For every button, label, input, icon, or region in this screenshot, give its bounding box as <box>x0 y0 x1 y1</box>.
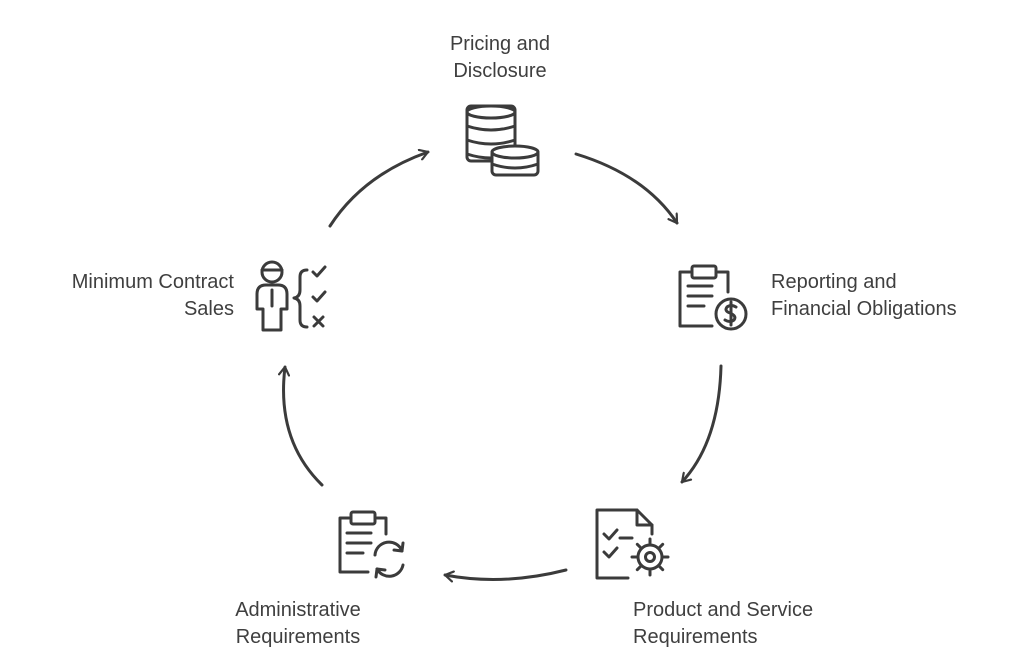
stage-label-admin: Administrative Requirements <box>198 597 398 651</box>
clipboard-refresh-icon <box>338 510 405 579</box>
arrow-pricing-to-reporting <box>574 152 679 225</box>
stage-label-product: Product and Service Requirements <box>633 597 893 651</box>
checklist-gear-icon <box>595 508 670 580</box>
arrow-reporting-to-product <box>680 364 723 484</box>
stage-label-product-line1: Product and Service <box>633 599 814 621</box>
arrow-admin-to-minimum <box>284 365 324 487</box>
stage-label-minimum: Minimum Contract Sales <box>20 269 234 323</box>
arrow-product-to-admin <box>443 568 568 579</box>
coins-stack-icon <box>465 104 540 177</box>
stage-label-minimum-line2: Sales <box>183 298 234 320</box>
arrow-minimum-to-pricing <box>328 152 430 228</box>
stage-label-minimum-line1: Minimum Contract <box>71 271 234 293</box>
clipboard-dollar-icon <box>678 264 748 331</box>
stage-label-product-line2: Requirements <box>633 626 758 648</box>
stage-label-pricing: Pricing and Disclosure <box>420 31 580 85</box>
stage-label-pricing-line1: Pricing and <box>449 33 551 55</box>
person-checklist-icon <box>255 260 327 332</box>
stage-label-pricing-line2: Disclosure <box>453 60 547 82</box>
stage-label-reporting-line1: Reporting and <box>771 271 897 293</box>
stage-label-reporting-line2: Financial Obligations <box>771 298 957 320</box>
stage-label-reporting: Reporting and Financial Obligations <box>771 269 1011 323</box>
stage-label-admin-line2: Requirements <box>235 626 361 648</box>
stage-label-admin-line1: Administrative <box>235 599 361 621</box>
